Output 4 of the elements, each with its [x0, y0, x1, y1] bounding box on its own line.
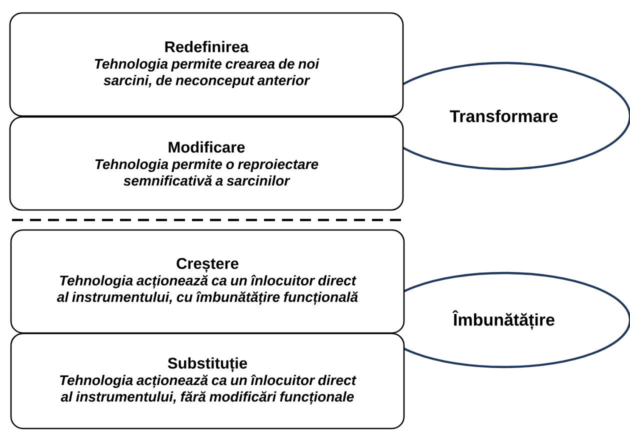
text-box: Substituție Tehnologia acționează ca un înlocuitor direct al instrumentului, fără modificări funcționale [10, 332, 405, 430]
text-box: Creștere Tehnologia acționează ca un înlocuitor direct al instrumentului, cu îmbunătățire funcțională [10, 229, 405, 334]
text-box: Modificare Tehnologia permite o reproiectare semnificativă a sarcinilor [9, 116, 404, 211]
text-box: Redefinirea Tehnologia permite crearea de noi sarcini, de neconceput anterior [9, 12, 404, 117]
